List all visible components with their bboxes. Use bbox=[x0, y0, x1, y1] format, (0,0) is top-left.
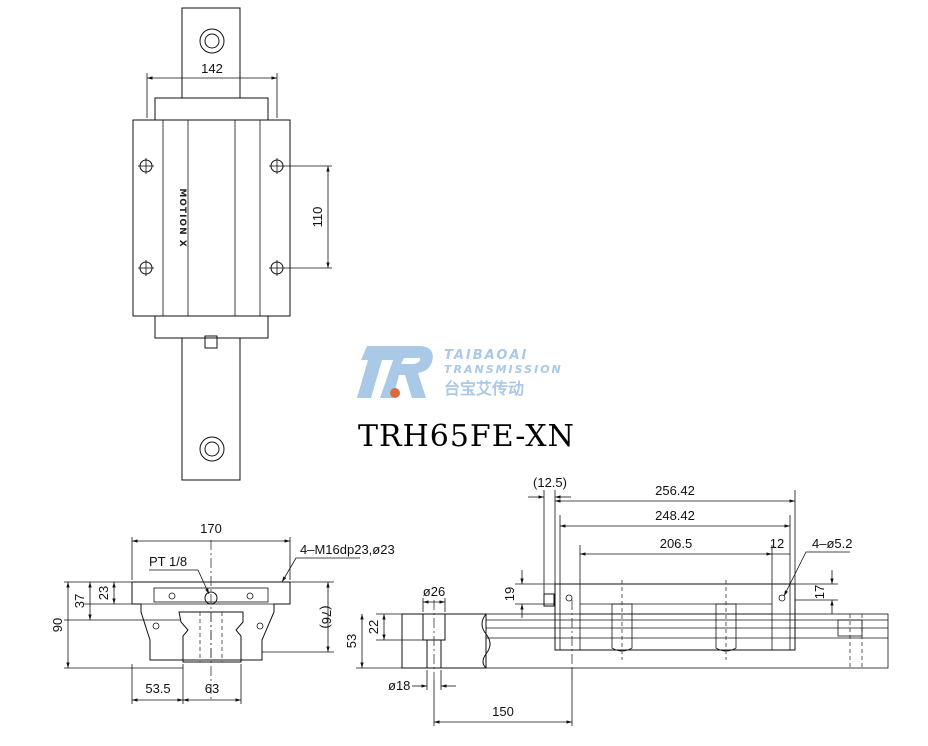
rail-mount-hole-top bbox=[199, 28, 225, 54]
rail-bottom-segment bbox=[181, 337, 241, 481]
end-seal-bottom bbox=[154, 315, 269, 339]
logo-t-shape bbox=[357, 346, 400, 398]
dim-63: 63 bbox=[205, 681, 219, 696]
side-view: (12.5) 256.42 248.42 206.5 12 4–ø5.2 19 … bbox=[486, 475, 888, 680]
logo-name-en-1: TAIBAOAI bbox=[444, 348, 528, 363]
company-logo: TAIBAOAI TRANSMISSION 台宝艾传动 bbox=[357, 346, 563, 398]
dim-phi-18: ø18 bbox=[388, 678, 410, 693]
rail-cross-section: ø26 22 53 ø18 150 bbox=[344, 584, 889, 726]
dim-12: 12 bbox=[770, 536, 784, 551]
dim-76: (76) bbox=[319, 605, 334, 628]
logo-dot bbox=[390, 388, 400, 398]
dim-142: 142 bbox=[201, 61, 223, 76]
dim-12-5: (12.5) bbox=[533, 475, 567, 490]
dim-23: 23 bbox=[96, 586, 111, 600]
label-hole-spec: 4–ø5.2 bbox=[812, 536, 852, 551]
dim-206-5: 206.5 bbox=[660, 536, 693, 551]
brand-mark: MOTION X bbox=[177, 188, 187, 247]
end-seal-top bbox=[154, 97, 269, 121]
dim-37: 37 bbox=[72, 594, 87, 608]
dim-170: 170 bbox=[200, 521, 222, 536]
dim-17: 17 bbox=[812, 585, 827, 599]
dim-110: 110 bbox=[310, 207, 325, 228]
dim-256-42: 256.42 bbox=[655, 483, 695, 498]
rail-mount-hole-bottom bbox=[199, 436, 225, 462]
carriage-bolt-holes bbox=[138, 158, 285, 276]
pocket-right bbox=[715, 603, 737, 652]
logo-name-cn: 台宝艾传动 bbox=[444, 379, 524, 398]
dim-53: 53 bbox=[344, 634, 359, 648]
carriage-body bbox=[132, 119, 291, 317]
grease-nipple bbox=[204, 335, 218, 349]
end-view: 170 PT 1/8 4–M16dp23,ø23 23 37 90 (76) 5… bbox=[50, 521, 395, 704]
label-pt-1-8: PT 1/8 bbox=[149, 554, 187, 569]
dim-53-5: 53.5 bbox=[145, 681, 170, 696]
label-screw-spec: 4–M16dp23,ø23 bbox=[300, 542, 395, 557]
pocket-left bbox=[611, 603, 633, 652]
top-view: MOTION X 142 110 bbox=[132, 7, 332, 481]
rail-section-hatched bbox=[401, 613, 487, 669]
dim-150: 150 bbox=[492, 704, 514, 719]
dim-22: 22 bbox=[366, 620, 381, 634]
end-view-rail bbox=[178, 611, 244, 663]
model-title: TRH65FE-XN bbox=[358, 419, 575, 454]
dim-phi-26: ø26 bbox=[423, 584, 445, 599]
logo-name-en-2: TRANSMISSION bbox=[444, 363, 563, 376]
dim-90: 90 bbox=[50, 618, 65, 632]
dim-19: 19 bbox=[502, 587, 517, 601]
logo-r-shape bbox=[380, 346, 433, 398]
dim-248-42: 248.42 bbox=[655, 508, 695, 523]
side-view-carriage bbox=[554, 583, 796, 651]
